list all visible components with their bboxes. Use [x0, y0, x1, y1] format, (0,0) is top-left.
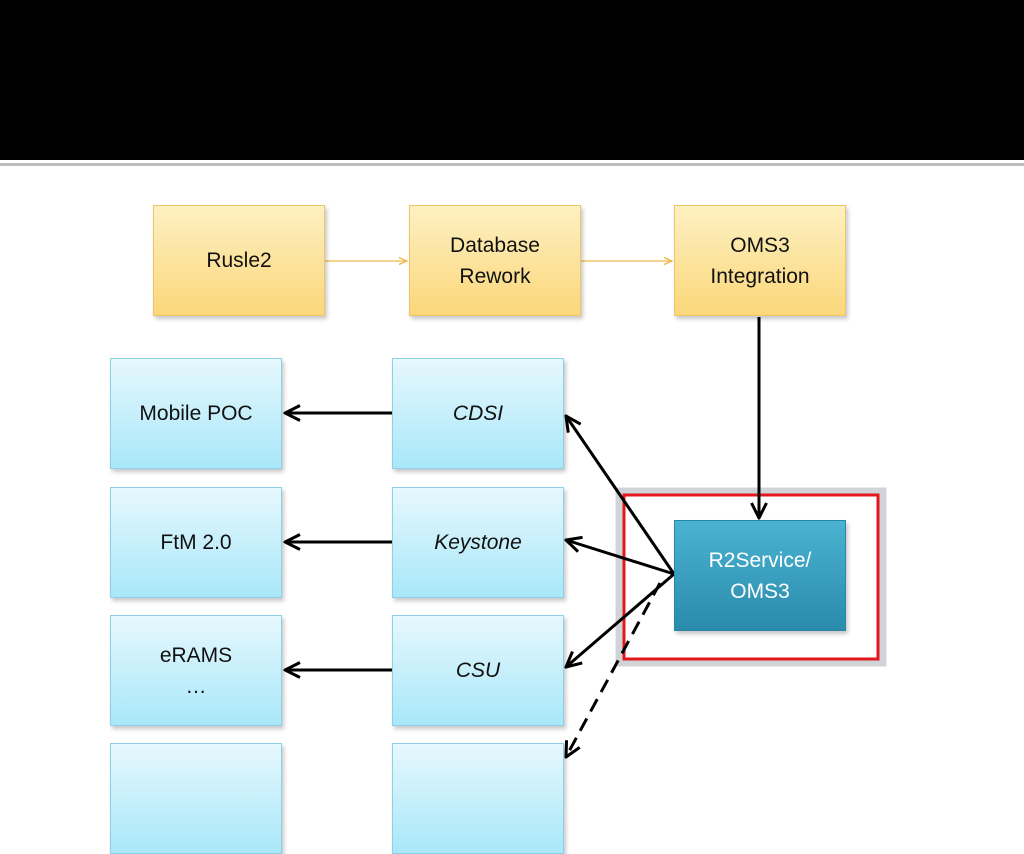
- process-step-database-rework: Database Rework: [409, 205, 581, 316]
- hub-to-future-arrow: [566, 582, 662, 757]
- hub-r2service-oms3: R2Service/ OMS3: [674, 520, 846, 631]
- app-future: [110, 743, 282, 854]
- process-step-oms3-integration: OMS3 Integration: [674, 205, 846, 316]
- app-erams: eRAMS …: [110, 615, 282, 726]
- client-csu: CSU: [392, 615, 564, 726]
- client-keystone: Keystone: [392, 487, 564, 598]
- app-ftm-2: FtM 2.0: [110, 487, 282, 598]
- title-bar: [0, 0, 1024, 160]
- title-divider: [0, 163, 1024, 166]
- process-step-rusle2: Rusle2: [153, 205, 325, 316]
- hub-to-keystone-arrow: [566, 540, 675, 576]
- hub-to-csu-arrow: [566, 572, 675, 667]
- app-mobile-poc: Mobile POC: [110, 358, 282, 469]
- client-future: [392, 743, 564, 854]
- client-cdsi: CDSI: [392, 358, 564, 469]
- hub-to-cdsi-arrow: [566, 416, 676, 575]
